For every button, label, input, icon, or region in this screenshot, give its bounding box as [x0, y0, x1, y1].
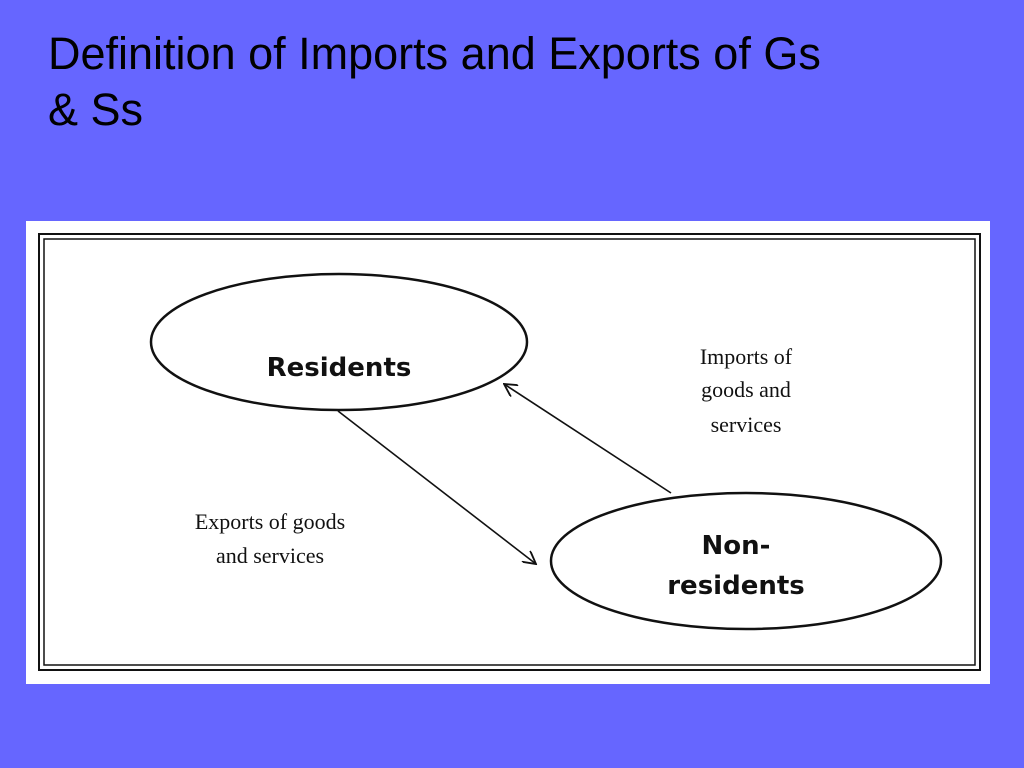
exports-label-line-1: Exports of goods — [195, 509, 345, 534]
slide-title-line-1: Definition of Imports and Exports of Gs — [48, 28, 821, 79]
frame-outer — [38, 233, 981, 671]
imports-label-line-3: services — [711, 412, 782, 437]
non-residents-node — [549, 491, 943, 631]
imports-arrow — [504, 384, 672, 494]
residents-label: Residents — [267, 353, 412, 383]
exports-label-line-2: and services — [216, 543, 324, 568]
diagram-panel: Residents Non- residents Imports of good… — [26, 221, 990, 684]
imports-label-line-1: Imports of — [700, 344, 793, 369]
residents-node — [149, 272, 529, 412]
flow-diagram: Residents Non- residents Imports of good… — [38, 233, 981, 671]
exports-arrow — [337, 410, 536, 564]
non-residents-label-line-2: residents — [667, 571, 805, 601]
frame-inner — [43, 238, 976, 666]
imports-label-line-2: goods and — [701, 377, 791, 402]
non-residents-label-line-1: Non- — [702, 531, 771, 561]
slide-title: Definition of Imports and Exports of Gs … — [48, 26, 988, 138]
slide-title-line-2: & Ss — [48, 84, 144, 135]
